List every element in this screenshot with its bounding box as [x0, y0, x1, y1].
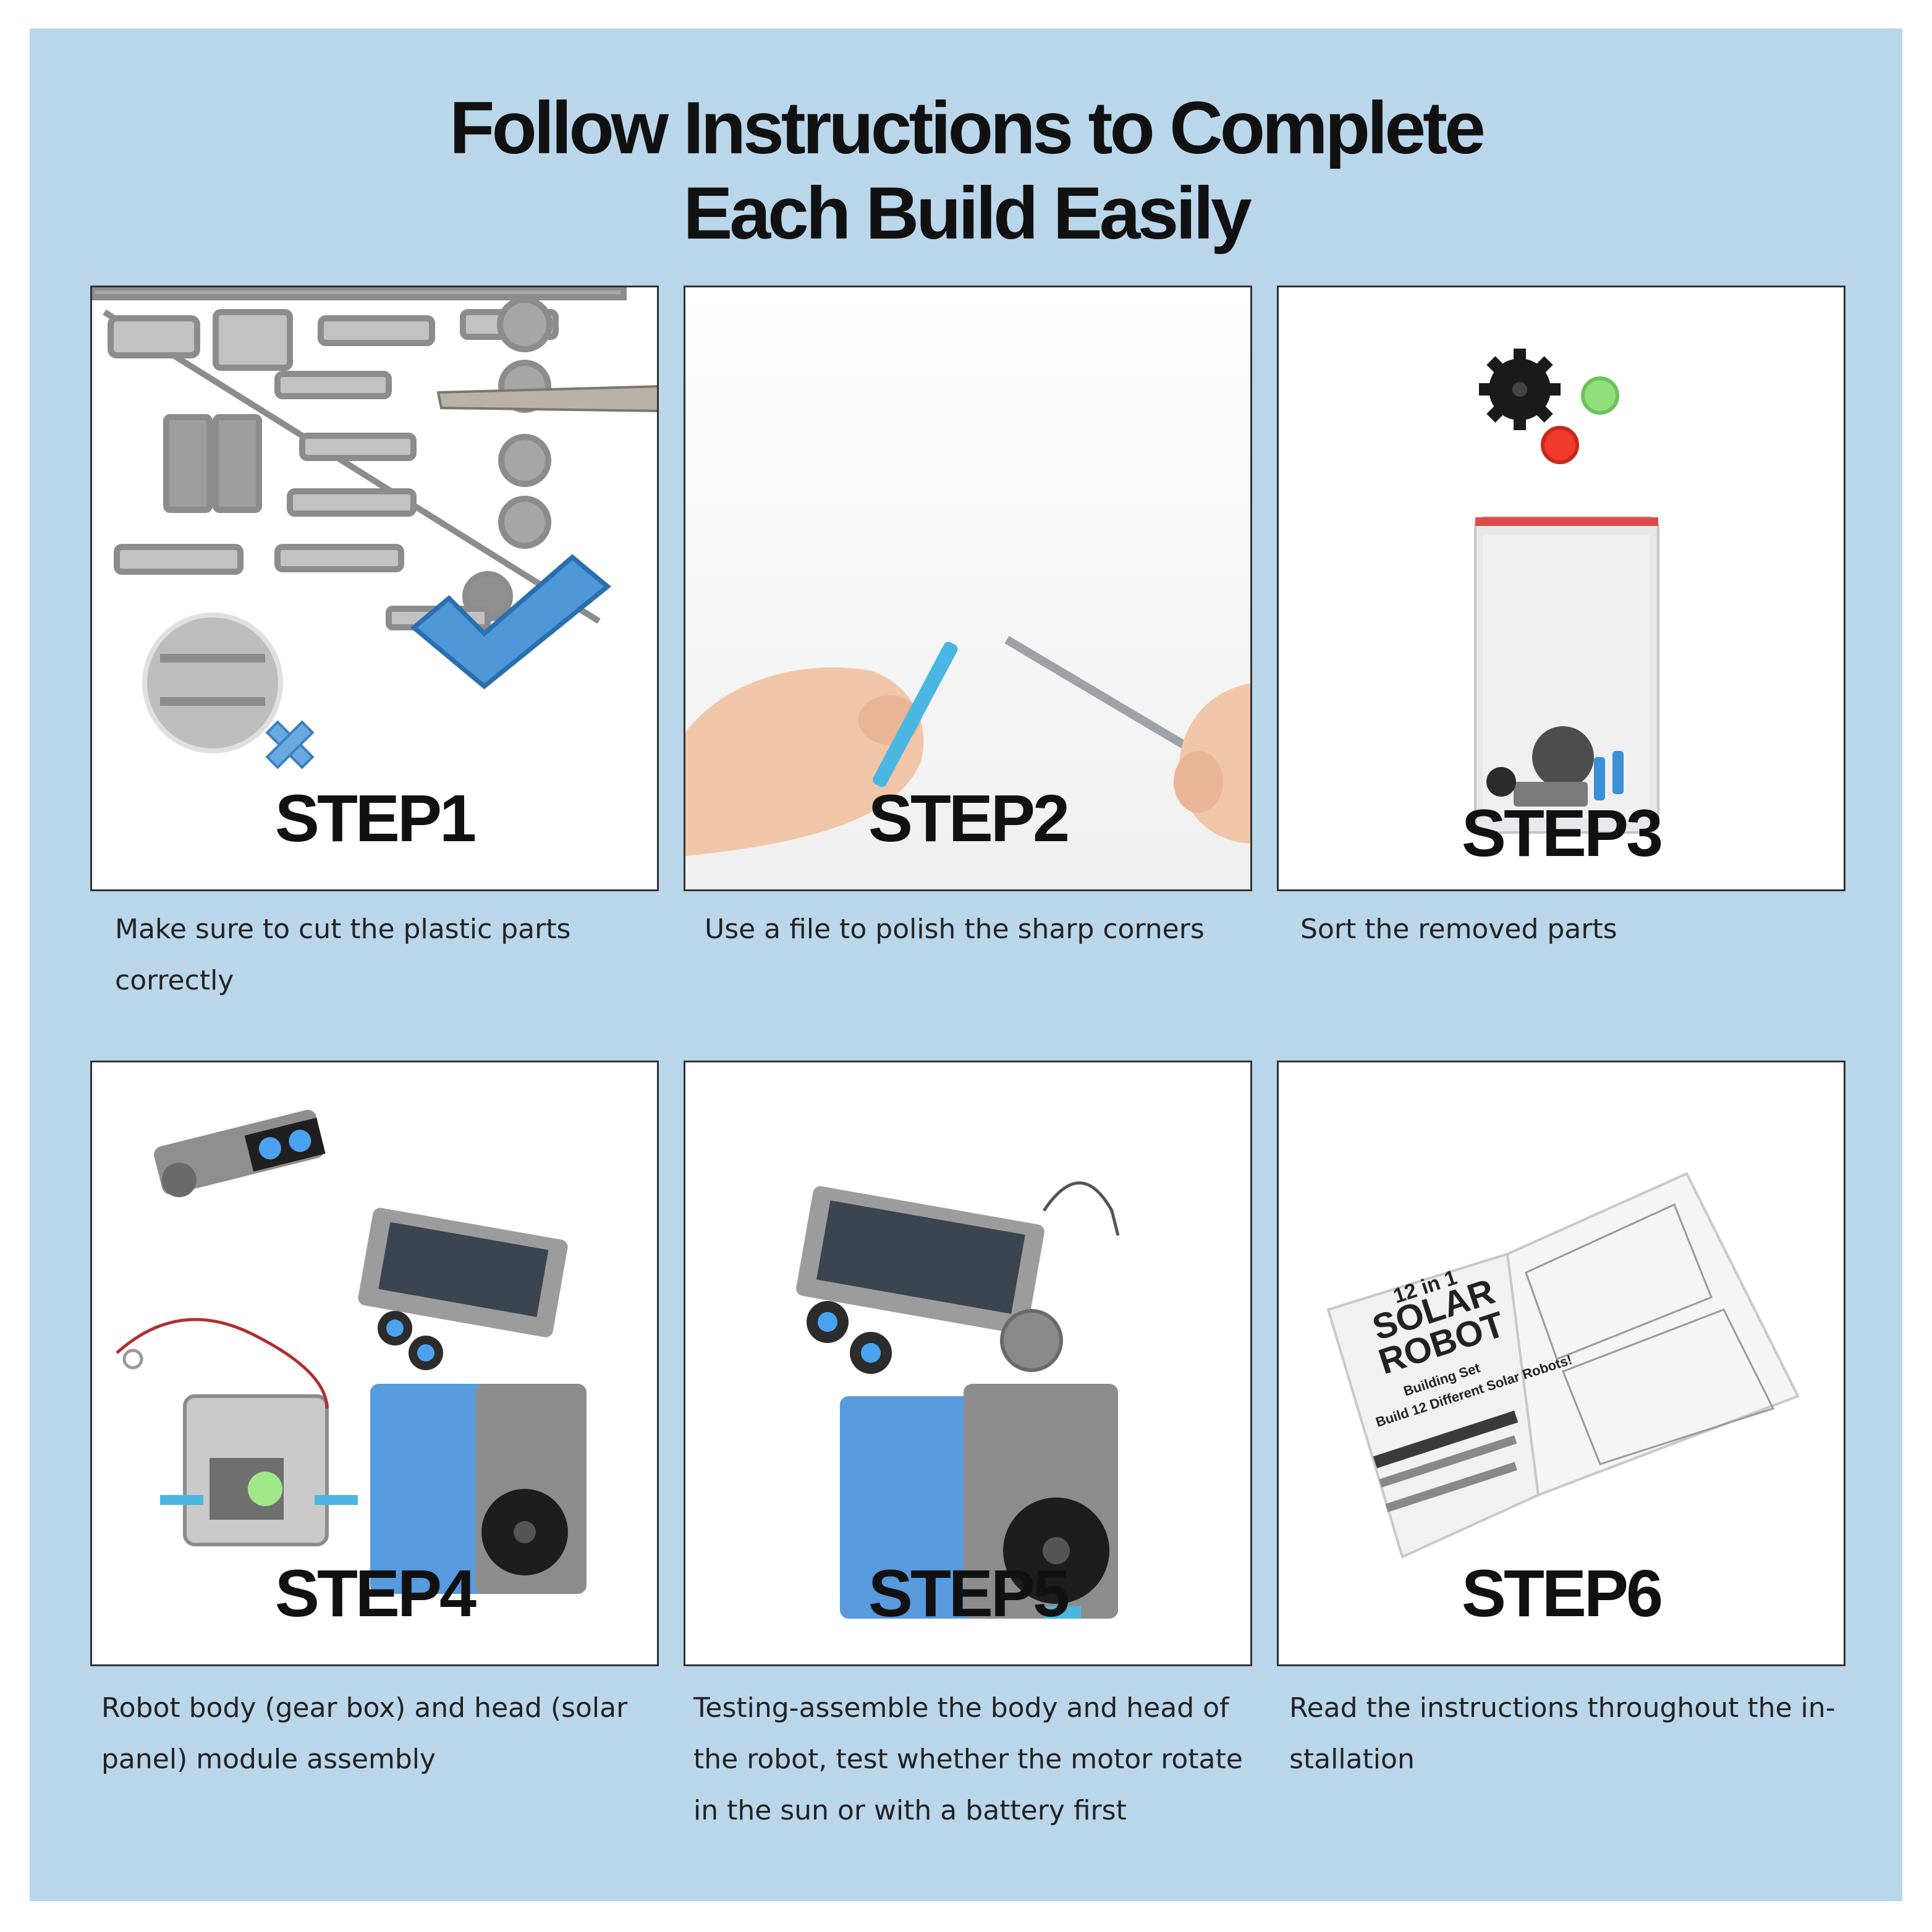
step6-card: 12 in 1 SOLAR ROBOT Building Set Build 1…	[1277, 1061, 1845, 1666]
filing-hands-illustration	[685, 287, 1250, 889]
module-assembly-illustration	[116, 1109, 587, 1594]
page-title-line-2: Each Build Easily	[683, 172, 1252, 255]
step2-label: STEP2	[868, 781, 1070, 855]
step3-label: STEP3	[1461, 795, 1663, 870]
page-title-line-1: Follow Instructions to Complete	[449, 87, 1486, 169]
step3-card: STEP3	[1277, 286, 1845, 891]
step1-caption: Make sure to cut the plastic parts corre…	[115, 913, 571, 996]
assembled-robot-illustration	[796, 1181, 1120, 1619]
instruction-booklet-illustration: 12 in 1 SOLAR ROBOT Building Set Build 1…	[1326, 1172, 1800, 1559]
step6-label: STEP6	[1461, 1556, 1663, 1630]
plastic-sprue-illustration	[92, 287, 657, 769]
step4-caption: Robot body (gear box) and head (solar pa…	[101, 1692, 628, 1775]
step2-caption: Use a file to polish the sharp corners	[705, 913, 1205, 945]
step1-card: STEP1	[90, 286, 659, 891]
step5-card: STEP5	[684, 1061, 1252, 1666]
step5-caption: Testing-assemble the body and head of th…	[693, 1692, 1243, 1826]
step5-label: STEP5	[868, 1556, 1070, 1630]
step4-card: STEP4	[90, 1061, 659, 1666]
instruction-panel: Follow Instructions to Complete Each Bui…	[30, 28, 1902, 1901]
step1-label: STEP1	[274, 781, 477, 855]
step2-card: STEP2	[684, 286, 1252, 891]
step3-caption: Sort the removed parts	[1300, 913, 1617, 945]
step6-caption: Read the instructions throughout the in-…	[1289, 1692, 1836, 1775]
step4-label: STEP4	[274, 1556, 477, 1630]
sorted-parts-illustration	[1474, 349, 1659, 834]
